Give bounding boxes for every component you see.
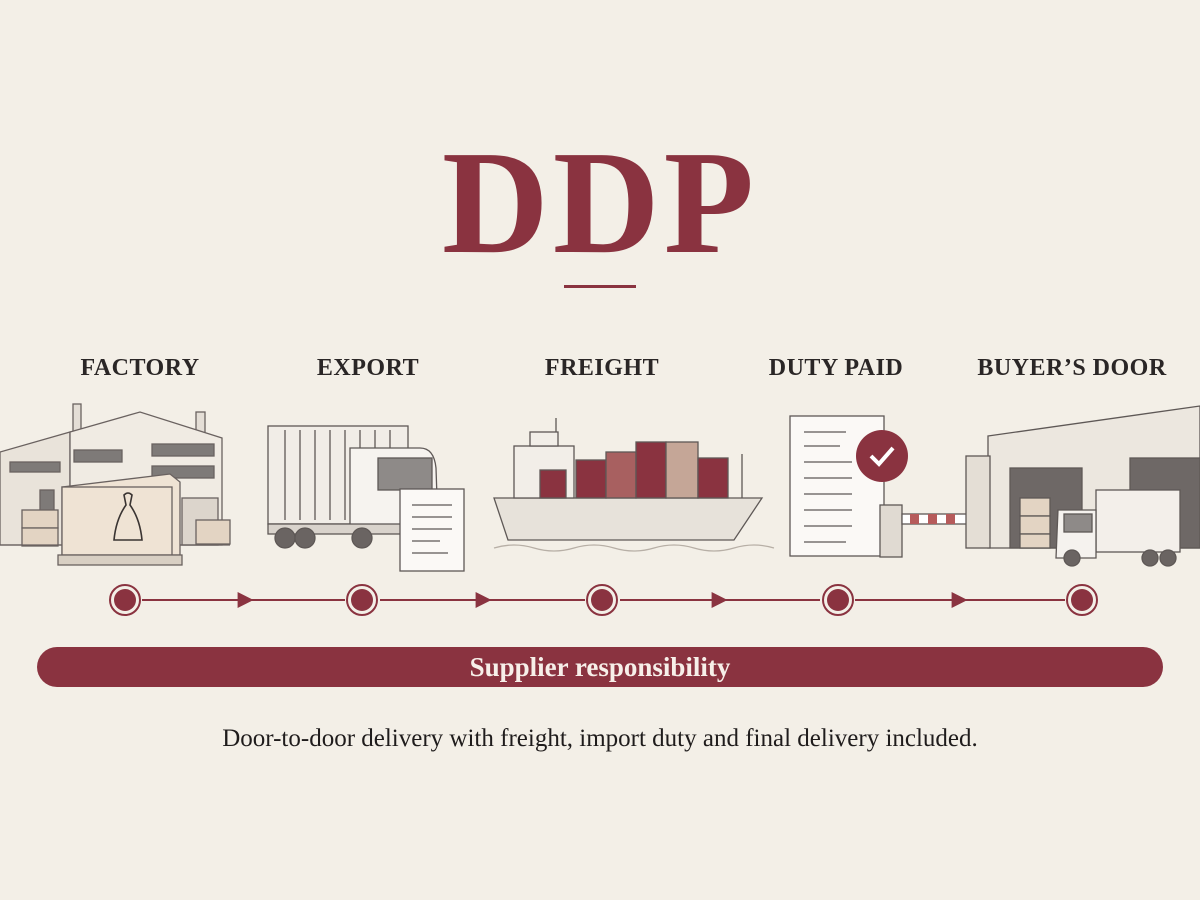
stage-label-freight: FREIGHT	[544, 355, 660, 381]
customs-check-icon	[789, 415, 971, 558]
stage-label-factory: FACTORY	[80, 355, 200, 381]
container-ship-icon	[493, 418, 775, 552]
stage-label-buyers-door: BUYER’S DOOR	[977, 355, 1167, 381]
timeline-nodes	[109, 584, 1098, 616]
caption: Door-to-door delivery with freight, impo…	[222, 725, 978, 752]
warehouse-truck-icon	[965, 405, 1200, 567]
timeline-track	[109, 584, 1098, 616]
stage-label-export: EXPORT	[316, 355, 420, 381]
diagram-title: DDP	[441, 121, 759, 285]
stage-label-duty-paid: DUTY PAID	[768, 355, 904, 381]
truck-document-icon	[267, 425, 465, 572]
supplier-responsibility-band: Supplier responsibility	[37, 647, 1163, 687]
stage-illustrations	[0, 403, 1200, 572]
factory-icon	[0, 403, 231, 566]
title-underline	[564, 285, 636, 288]
